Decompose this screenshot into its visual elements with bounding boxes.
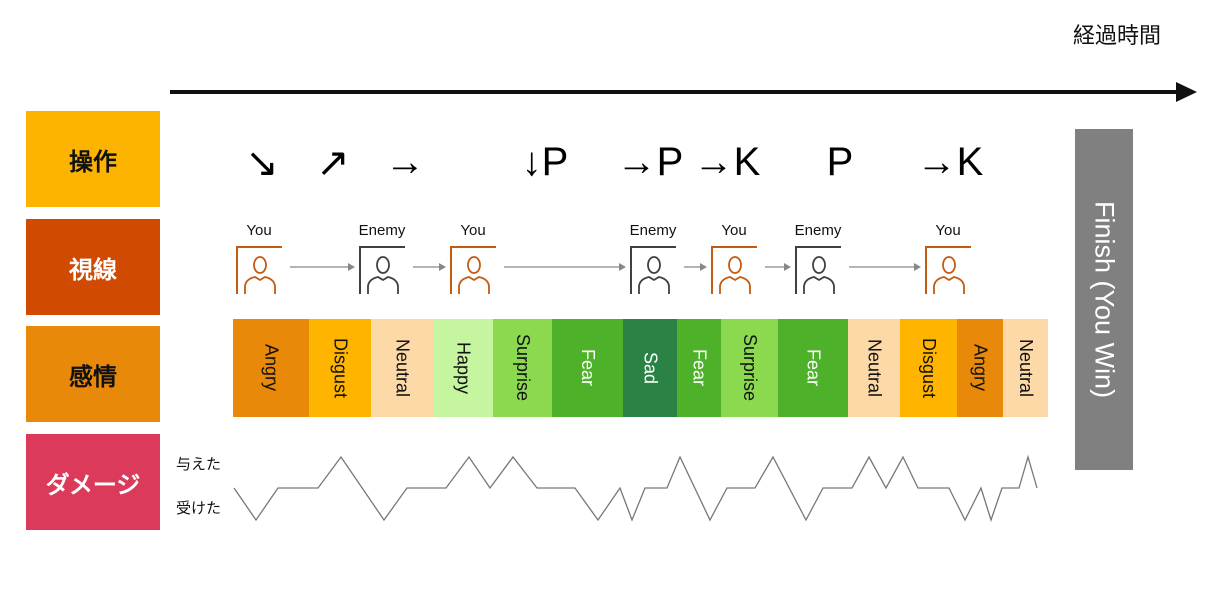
gaze-target-label: You xyxy=(246,222,272,239)
gaze-target-label: Enemy xyxy=(358,222,406,239)
gaze-target-label: You xyxy=(460,222,486,239)
damage-received-label: 受けた xyxy=(176,499,222,517)
row-label-gaze: 視線 xyxy=(26,219,160,315)
gaze-transition-arrow xyxy=(849,263,921,271)
input-command: P xyxy=(826,140,854,184)
emotion-segment: Surprise xyxy=(493,319,552,417)
row-label-text: 視線 xyxy=(69,255,117,284)
emotion-label: Sad xyxy=(640,351,661,385)
emotion-label: Neutral xyxy=(392,338,413,398)
emotion-segment: Neutral xyxy=(848,319,900,417)
input-command: ↘ xyxy=(245,141,279,185)
damage-given-label: 与えた xyxy=(176,455,222,473)
emotion-label: Angry xyxy=(261,344,282,392)
row-label-text: 感情 xyxy=(69,362,117,391)
gaze-target-label: You xyxy=(935,222,961,239)
emotion-label: Surprise xyxy=(513,334,533,402)
emotion-label: Disgust xyxy=(919,337,939,399)
person-icon xyxy=(925,246,971,294)
emotion-segment: Surprise xyxy=(721,319,778,417)
emotion-segment: Fear xyxy=(778,319,848,417)
emotion-label: Neutral xyxy=(1016,338,1036,398)
gaze-transition-arrow xyxy=(504,263,626,271)
gaze-target-label: Enemy xyxy=(794,222,842,239)
input-command: →K xyxy=(916,140,984,184)
input-command: →K xyxy=(693,140,761,184)
emotion-label: Surprise xyxy=(740,334,760,402)
row-label-text: ダメージ xyxy=(45,470,141,499)
emotion-label: Disgust xyxy=(330,337,351,399)
emotion-label: Fear xyxy=(578,349,598,387)
person-icon xyxy=(711,246,757,294)
emotion-label: Happy xyxy=(453,341,474,395)
elapsed-time-title: 経過時間 xyxy=(1073,24,1162,49)
row-label-emotion: 感情 xyxy=(26,326,160,422)
gaze-transition-arrow xyxy=(765,263,791,271)
gaze-target-label: Enemy xyxy=(629,222,677,239)
emotion-segment: Angry xyxy=(957,319,1003,417)
person-icon xyxy=(359,246,405,294)
emotion-segment: Angry xyxy=(233,319,309,417)
emotion-label: Neutral xyxy=(864,338,885,398)
row-label-damage: ダメージ xyxy=(26,434,160,530)
damage-line xyxy=(233,454,1038,523)
emotion-segment: Fear xyxy=(552,319,623,417)
emotion-segment: Neutral xyxy=(371,319,433,417)
emotion-segment: Sad xyxy=(623,319,677,417)
input-command: → xyxy=(385,140,425,184)
input-command: ↗ xyxy=(316,141,350,185)
person-icon xyxy=(630,246,676,294)
row-label-operation: 操作 xyxy=(26,111,160,207)
gaze-transition-arrow xyxy=(290,263,355,271)
emotion-segment: Disgust xyxy=(900,319,957,417)
emotion-segment: Fear xyxy=(677,319,721,417)
person-icon xyxy=(236,246,282,294)
emotion-label: Fear xyxy=(803,349,824,387)
emotion-label: Fear xyxy=(689,349,710,387)
emotion-segment: Neutral xyxy=(1003,319,1048,417)
emotion-segment: Happy xyxy=(433,319,493,417)
gaze-transition-arrow xyxy=(413,263,446,271)
finish-banner: Finish (You Win) xyxy=(1075,129,1133,470)
input-command: →P xyxy=(616,140,684,184)
person-icon xyxy=(795,246,841,294)
finish-label: Finish (You Win) xyxy=(1089,200,1120,399)
gaze-target-label: You xyxy=(721,222,747,239)
emotion-label: Angry xyxy=(970,344,991,392)
gaze-transition-arrow xyxy=(684,263,707,271)
emotion-segment: Disgust xyxy=(309,319,371,417)
person-icon xyxy=(450,246,496,294)
input-command: ↓P xyxy=(521,140,569,184)
row-label-text: 操作 xyxy=(69,147,117,176)
